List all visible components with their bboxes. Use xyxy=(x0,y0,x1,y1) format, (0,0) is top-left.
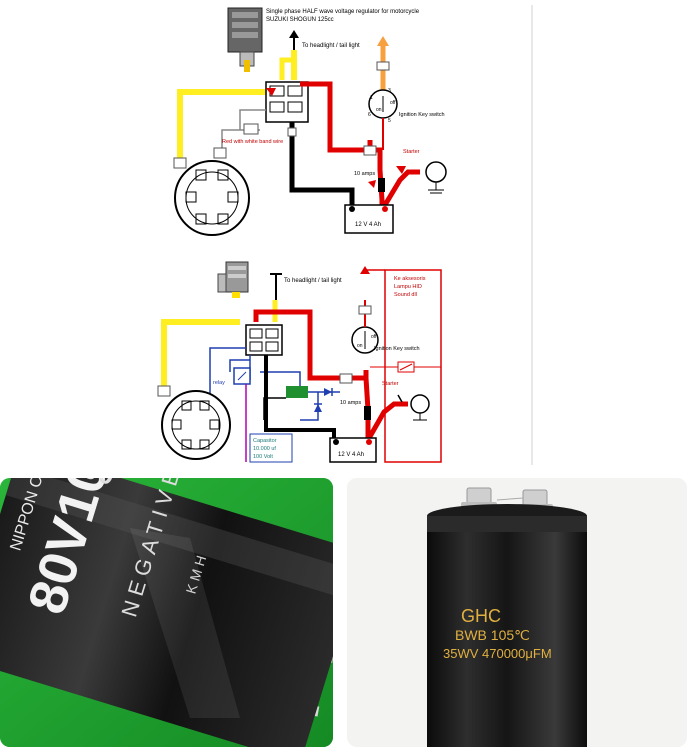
switch-on-2: on xyxy=(357,343,363,349)
switch-off-2: off xyxy=(371,334,377,340)
capacitor-icon xyxy=(286,386,308,398)
switch-5: 5 xyxy=(388,118,391,124)
accessory-outline xyxy=(384,269,442,463)
capacitor-photo-right-image: GHC BWB 105℃ 35WV 470000μFM xyxy=(347,478,687,747)
wire-label: Red with white band wire xyxy=(222,139,283,145)
battery-icon xyxy=(344,204,394,234)
relay-label: relay xyxy=(213,380,225,386)
title-line1: Single phase HALF wave voltage regulator… xyxy=(266,9,420,15)
stator-coil-icon-2 xyxy=(161,390,231,460)
note-line3: Sound dll xyxy=(394,292,417,298)
cap-right-series: BWB 105℃ xyxy=(455,627,530,643)
starter-label: Starter xyxy=(403,149,420,155)
capacitor-line2: 10.000 uf xyxy=(253,446,276,452)
starter-motor-icon xyxy=(425,161,447,194)
accessory-arrow-icon xyxy=(377,36,389,46)
top-diagram: Single phase HALF wave voltage regulator… xyxy=(173,7,447,236)
headlight-label-2: To headlight / tail light xyxy=(284,278,342,284)
battery-label: 12 V 4 Ah xyxy=(355,222,381,228)
fuse-label-2: 10 amps xyxy=(340,400,361,406)
fuse-label: 10 amps xyxy=(354,171,375,177)
note-line1: Ke aksesoris xyxy=(394,276,426,282)
headlight-label: To headlight / tail light xyxy=(302,43,360,49)
starter-motor-icon-2 xyxy=(410,394,430,421)
title-line2: SUZUKI SHOGUN 125cc xyxy=(266,17,334,23)
battery-label-2: 12 V 4 Ah xyxy=(338,452,364,458)
diode-icon-2 xyxy=(314,404,322,412)
accessory-arrow-icon-2 xyxy=(360,266,370,274)
capacitor-photo-left: 80V10000 NEGATIVE NIPPON CHEMI-CON KMH 0… xyxy=(0,478,333,747)
ignition-label: Ignition Key switch xyxy=(399,112,445,118)
cap-right-rating: 35WV 470000μFM xyxy=(443,646,552,661)
bottom-diagram: To headlight / tail light Ke aksesoris L… xyxy=(157,261,442,463)
capacitor-photo-left-image: 80V10000 NEGATIVE NIPPON CHEMI-CON KMH 0… xyxy=(0,478,333,747)
starter-label-2: Starter xyxy=(382,381,399,387)
diode-icon xyxy=(324,388,332,396)
wiring-diagram-panel: Single phase HALF wave voltage regulator… xyxy=(157,5,533,465)
capacitor-line3: 100 Volt xyxy=(253,454,273,460)
fuse-icon xyxy=(378,178,385,192)
note-line2: Lampu HID xyxy=(394,284,422,290)
headlight-arrow-icon xyxy=(289,30,299,38)
switch-3: 3 xyxy=(388,88,391,94)
switch-on: on xyxy=(376,107,382,113)
capacitor-line1: Capasitor xyxy=(253,438,277,444)
switch-off: off xyxy=(390,100,396,106)
switch-6: 6 xyxy=(368,112,371,118)
battery-icon-2 xyxy=(329,437,377,463)
regulator-unit-icon-2 xyxy=(217,261,249,298)
ignition-label-2: Ignition Key switch xyxy=(374,346,420,352)
cap-right-brand: GHC xyxy=(461,606,501,626)
regulator-unit-icon xyxy=(227,7,263,72)
switch-1: 1 xyxy=(370,95,373,101)
stator-coil-icon xyxy=(174,160,250,236)
fuse-icon-2 xyxy=(364,406,371,420)
wiring-diagram: Single phase HALF wave voltage regulator… xyxy=(157,5,533,465)
capacitor-photo-right: GHC BWB 105℃ 35WV 470000μFM xyxy=(347,478,687,747)
